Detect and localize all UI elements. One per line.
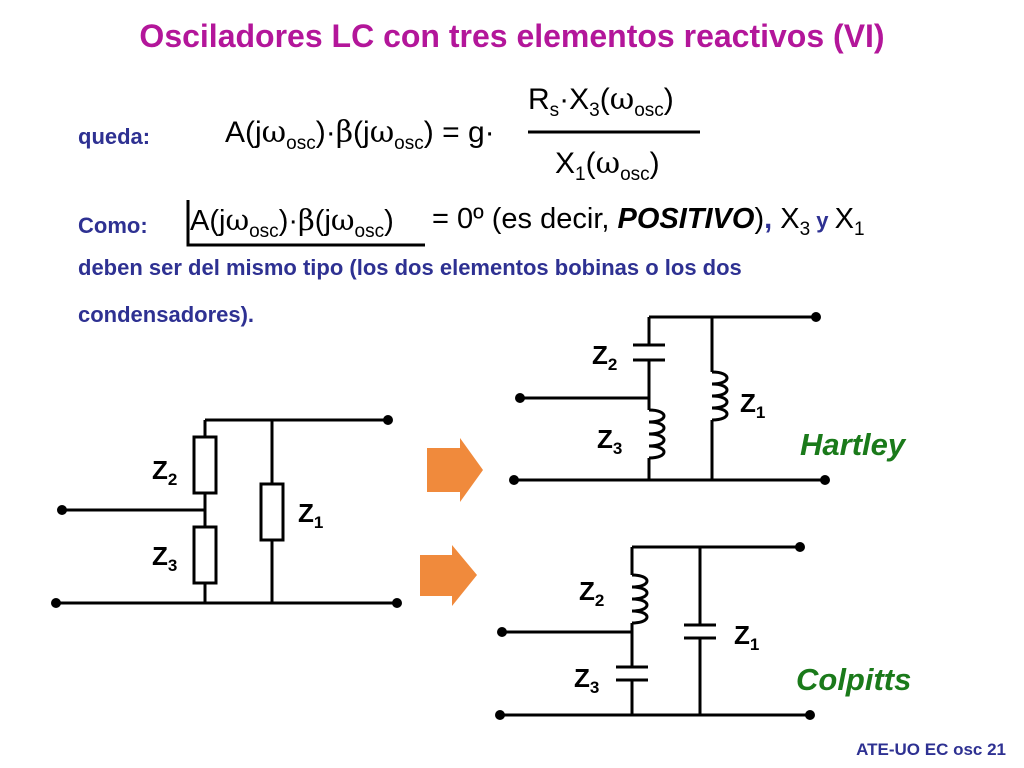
- generic-circuit: [56, 418, 397, 605]
- como-line-2: deben ser del mismo tipo (los dos elemen…: [78, 255, 742, 280]
- como-label: Como:: [78, 213, 148, 238]
- z3-inductor: [648, 408, 666, 460]
- phase-angle-symbol: [186, 200, 425, 247]
- z1-inductor: [711, 370, 729, 422]
- equation-lhs: A(jωosc)·β(jωosc) = g·: [225, 115, 495, 154]
- arrow-to-hartley: [427, 438, 483, 502]
- label-z3-generic: Z3: [152, 541, 178, 575]
- equation-numerator: Rs·X3(ωosc): [528, 82, 674, 121]
- como-phase-expr: A(jωosc)·β(jωosc): [190, 203, 394, 242]
- z2-inductor: [631, 573, 649, 625]
- arrow-to-colpitts: [420, 545, 477, 606]
- label-z2-colpitts: Z2: [579, 576, 605, 610]
- equation-denominator: X1(ωosc): [555, 146, 660, 185]
- z3-impedance: [192, 525, 218, 585]
- como-result: = 0º (es decir, POSITIVO), X3 y X1: [432, 203, 865, 240]
- hartley-label: Hartley: [800, 427, 906, 462]
- label-z3-hartley: Z3: [597, 424, 623, 458]
- z1-impedance: [259, 482, 285, 542]
- como-line-3: condensadores).: [78, 302, 255, 327]
- hartley-circuit: [514, 315, 825, 482]
- label-z1-colpitts: Z1: [734, 620, 760, 654]
- colpitts-circuit: [500, 545, 810, 717]
- colpitts-label: Colpitts: [796, 662, 912, 697]
- label-z1-hartley: Z1: [740, 388, 766, 422]
- terminal-dots: [51, 312, 830, 720]
- label-z3-colpitts: Z3: [574, 663, 600, 697]
- label-z1-generic: Z1: [298, 498, 324, 532]
- label-z2-generic: Z2: [152, 455, 178, 489]
- z2-impedance: [192, 435, 218, 495]
- queda-label: queda:: [78, 124, 151, 149]
- slide-footer: ATE-UO EC osc 21: [856, 740, 1006, 759]
- label-z2-hartley: Z2: [592, 340, 618, 374]
- page-title: Osciladores LC con tres elementos reacti…: [139, 18, 885, 54]
